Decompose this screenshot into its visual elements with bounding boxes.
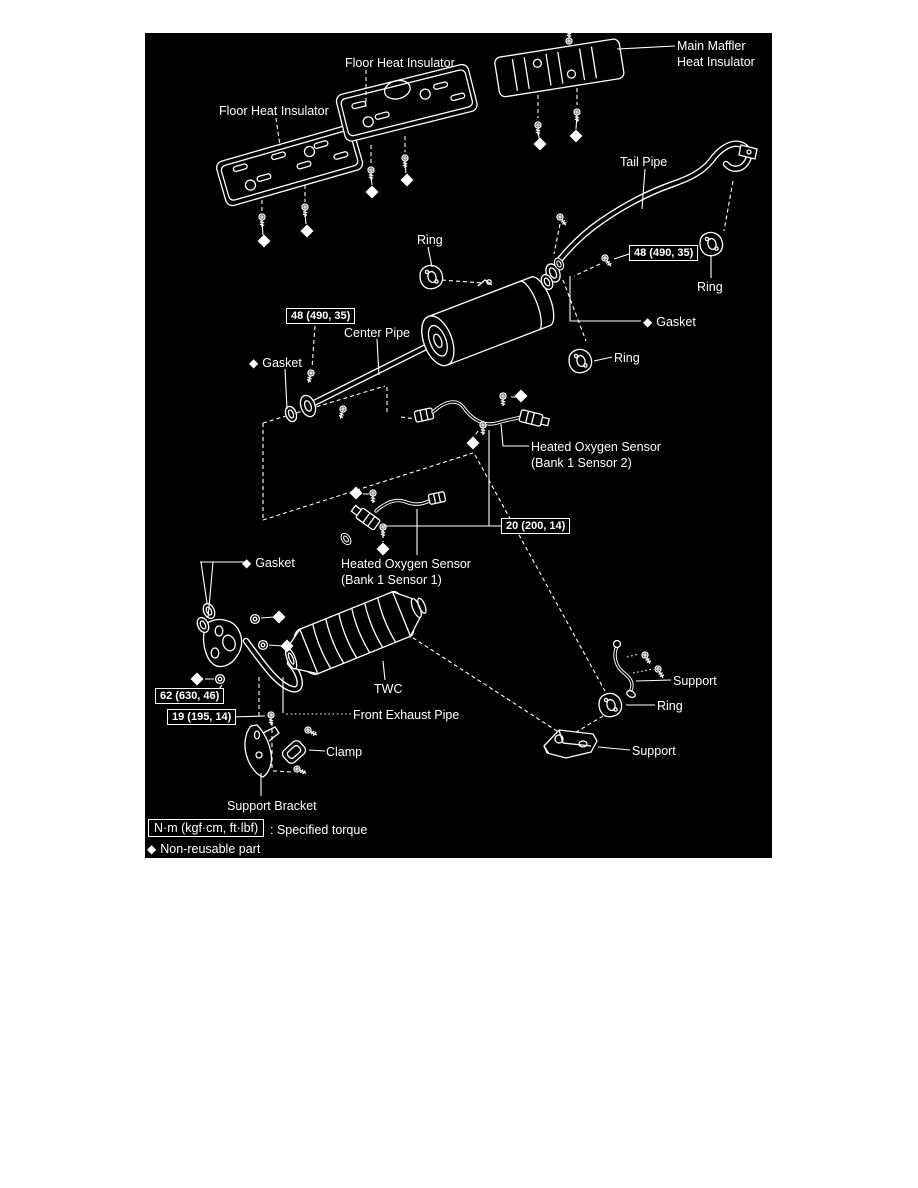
exhaust-system-diagram: Floor Heat Insulator Floor Heat Insulato… (145, 33, 772, 858)
label-floor-heat-insulator-left: Floor Heat Insulator (219, 104, 329, 118)
legend-torque-description: : Specified torque (270, 823, 368, 837)
label-center-pipe: Center Pipe (344, 326, 411, 340)
label-ring-lower: Ring (657, 699, 683, 713)
label-ring-upper: Ring (417, 233, 443, 247)
support-rod-drawing (612, 639, 636, 699)
label-main-muffler-heat-insulator: Main Maffler Heat Insulator (677, 39, 755, 69)
torque-box-bracket: 19 (195, 14) (167, 709, 237, 725)
legend-non-reusable: ◆Non-reusable part (147, 842, 261, 856)
front-pipe-flange-drawing (202, 618, 243, 668)
tail-pipe-drawing (553, 140, 758, 267)
front-exhaust-pipe-drawing (242, 637, 303, 693)
legend-torque-unit-box: N·m (kgf·cm, ft·lbf) (148, 819, 265, 837)
label-twc: TWC (374, 682, 403, 696)
torque-box-tail-pipe: 48 (490, 35) (629, 245, 699, 261)
label-front-exhaust-pipe: Front Exhaust Pipe (353, 708, 460, 722)
assembly-dashed-lines (258, 81, 734, 773)
label-floor-heat-insulator-center: Floor Heat Insulator (345, 56, 455, 70)
label-gasket-tail: ◆Gasket (643, 315, 696, 329)
diagram-line-art (190, 33, 758, 796)
leader-lines (200, 45, 712, 796)
label-gasket-center: ◆Gasket (249, 356, 302, 370)
floor-heat-insulator-left-drawing (216, 124, 364, 207)
ho2s-bank1-sensor2-drawing (413, 400, 551, 427)
label-tail-pipe: Tail Pipe (620, 155, 668, 169)
muffler-drawing (421, 276, 555, 367)
label-support-lower: Support (632, 744, 676, 758)
label-gasket-front: ◆Gasket (242, 556, 295, 570)
label-support-upper: Support (673, 674, 717, 688)
torque-box-manifold: 62 (630, 46) (155, 688, 225, 704)
main-muffler-heat-insulator-drawing (494, 38, 625, 98)
clamp-drawing (281, 740, 307, 764)
torque-box-center-pipe: 48 (490, 35) (286, 308, 356, 324)
label-ring-right: Ring (697, 280, 723, 294)
support-lower-drawing (543, 729, 598, 759)
non-reusable-diamond-icon: ◆ (249, 356, 259, 370)
torque-box-oxygen-sensor: 20 (200, 14) (501, 518, 571, 534)
label-clamp: Clamp (326, 745, 363, 759)
ho2s-bank1-sensor1-drawing (350, 491, 447, 531)
non-reusable-diamond-icon: ◆ (147, 842, 157, 856)
twc-catalytic-converter-drawing (284, 590, 427, 675)
center-pipe-drawing (299, 338, 440, 418)
non-reusable-diamond-icon: ◆ (242, 556, 252, 570)
label-support-bracket: Support Bracket (227, 799, 317, 813)
support-bracket-drawing (244, 724, 280, 778)
label-ho2s-bank1-sensor2: Heated Oxygen Sensor (Bank 1 Sensor 2) (531, 440, 661, 470)
non-reusable-diamond-icon: ◆ (643, 315, 653, 329)
label-ring-mid: Ring (614, 351, 640, 365)
floor-heat-insulator-center-drawing (335, 63, 478, 142)
label-ho2s-bank1-sensor1: Heated Oxygen Sensor (Bank 1 Sensor 1) (341, 557, 471, 587)
